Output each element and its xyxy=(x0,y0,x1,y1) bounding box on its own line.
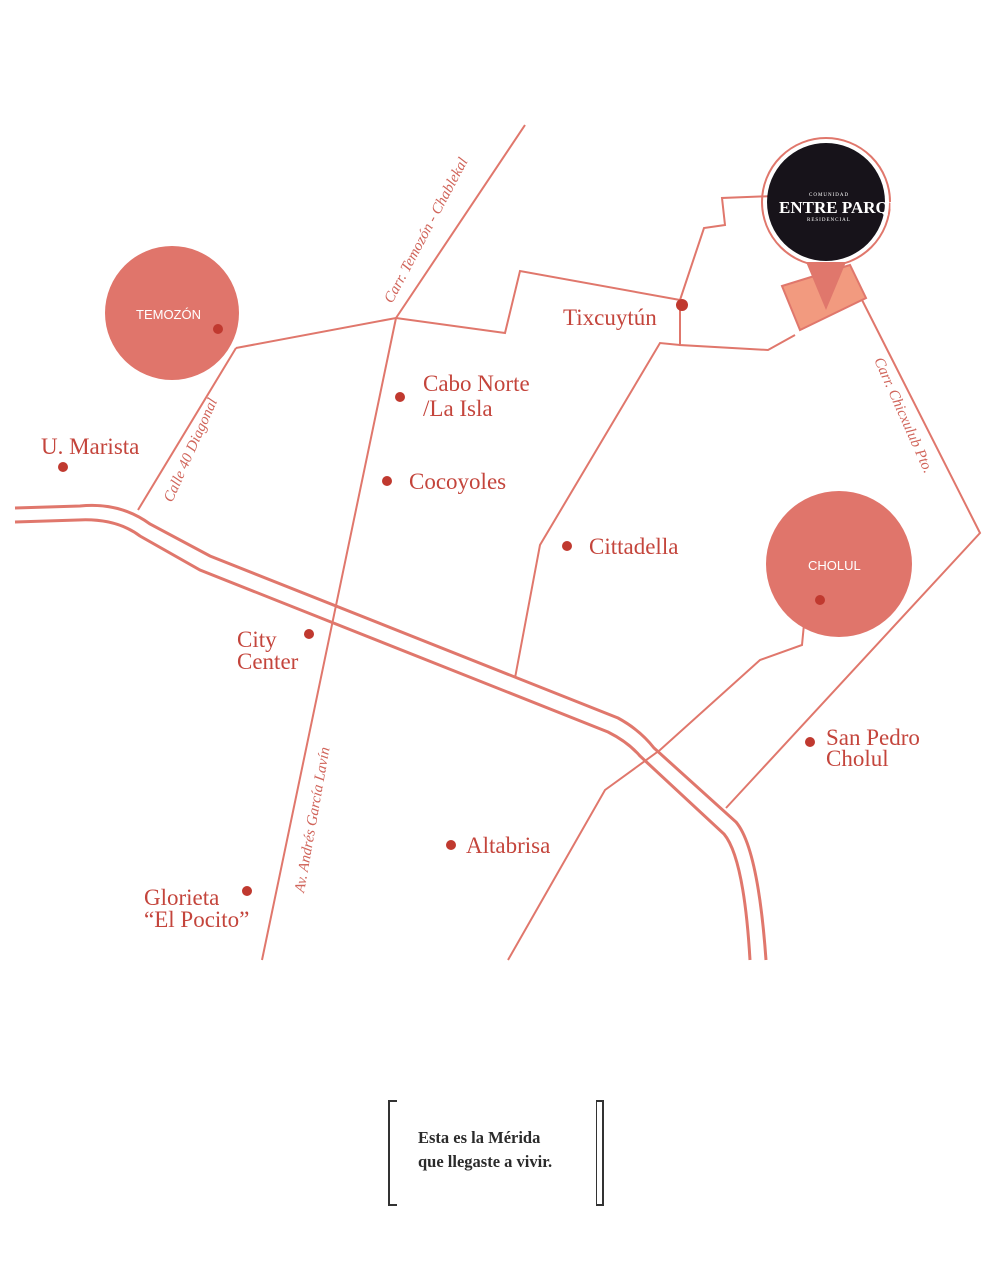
tagline-text: Esta es la Mérida que llegaste a vivir. xyxy=(418,1126,552,1174)
road-cittadella xyxy=(514,341,681,679)
brand-bottom: RESIDENCIAL xyxy=(807,218,851,223)
cittadella-dot xyxy=(562,541,572,551)
glorieta-label-2: “El Pocito” xyxy=(144,907,249,932)
road-garcia-lavin xyxy=(261,317,397,961)
road-temozon-connector xyxy=(235,269,681,349)
san-pedro-label-1: San Pedro xyxy=(826,725,920,750)
entre-parques-pin: COMUNIDAD ENTRE PARQUES RESIDENCIAL xyxy=(761,137,922,310)
san-pedro-dot xyxy=(805,737,815,747)
temozon-dot xyxy=(213,324,223,334)
city-center-label-2: Center xyxy=(237,649,299,674)
road-chicxulub xyxy=(725,295,982,809)
road-label-garcia-lavin: Av. Andrés García Lavín xyxy=(292,746,333,895)
cittadella-label: Cittadella xyxy=(589,534,678,559)
brand-name: ENTRE PARQUES xyxy=(779,198,922,217)
tagline-line-2: que llegaste a vivir. xyxy=(418,1152,553,1171)
road-cholul-southwest xyxy=(507,623,805,961)
city-center-dot xyxy=(304,629,314,639)
glorieta-label-1: Glorieta xyxy=(144,885,219,910)
glorieta-dot xyxy=(242,886,252,896)
cabo-norte-dot xyxy=(395,392,405,402)
temozon-label: TEMOZÓN xyxy=(136,307,201,322)
right-bracket xyxy=(596,1100,604,1206)
tagline-box: Esta es la Mérida que llegaste a vivir. xyxy=(388,1100,604,1206)
altabrisa-label: Altabrisa xyxy=(466,833,550,858)
cholul-label: CHOLUL xyxy=(808,558,861,573)
road-temozon-chablekal xyxy=(395,124,526,319)
u-marista-label: U. Marista xyxy=(41,434,139,459)
temozon-circle xyxy=(105,246,239,380)
periferico-highway xyxy=(14,503,768,961)
cabo-norte-label-1: Cabo Norte xyxy=(423,371,530,396)
cabo-norte-label-2: /La Isla xyxy=(423,396,493,421)
city-center-label-1: City xyxy=(237,627,277,652)
cholul-circle xyxy=(766,491,912,637)
road-label-temozon-chablekal: Carr. Temozón - Chablekal xyxy=(381,155,471,306)
road-network xyxy=(137,124,982,961)
road-tixcuytun-north xyxy=(679,194,801,301)
road-label-chicxulub: Carr. Chicxulub Pto. xyxy=(870,355,935,476)
brand-top: COMUNIDAD xyxy=(809,193,849,198)
road-label-calle-40: Calle 40 Diagonal xyxy=(161,396,221,505)
left-bracket xyxy=(388,1100,397,1206)
tagline-line-1: Esta es la Mérida xyxy=(418,1128,541,1147)
san-pedro-label-2: Cholul xyxy=(826,746,889,771)
tixcuytun-label: Tixcuytún xyxy=(563,305,657,330)
road-calle-40 xyxy=(137,347,237,511)
road-tixcuytun-east xyxy=(679,300,796,352)
u-marista-dot xyxy=(58,462,68,472)
tixcuytun-dot xyxy=(676,299,688,311)
cocoyoles-dot xyxy=(382,476,392,486)
cholul-dot xyxy=(815,595,825,605)
altabrisa-dot xyxy=(446,840,456,850)
cocoyoles-label: Cocoyoles xyxy=(409,469,506,494)
